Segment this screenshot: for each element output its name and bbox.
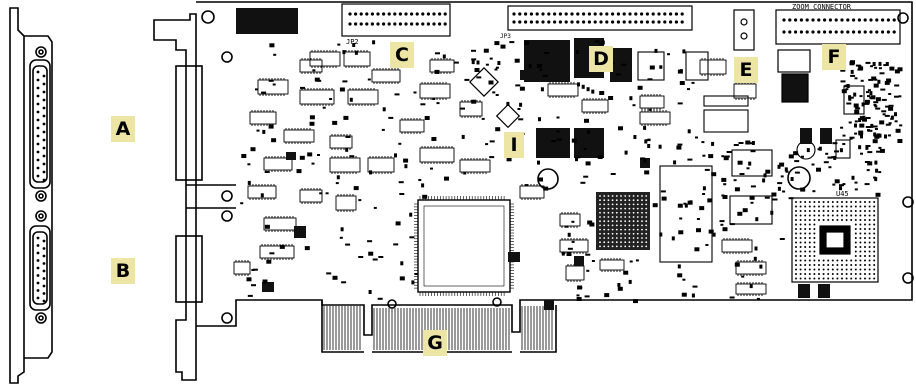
- mounting-bracket-board: [153, 13, 236, 381]
- header-jp2: [341, 3, 451, 37]
- callout-b: B: [111, 258, 135, 284]
- u45-label: U45: [836, 190, 849, 198]
- jp2-label: JP2: [346, 38, 359, 46]
- bga-u45: [791, 197, 879, 283]
- mounting-bracket-left: [9, 7, 53, 384]
- power-module-f: [777, 49, 811, 103]
- callout-a: A: [111, 116, 135, 142]
- callout-c: C: [390, 42, 414, 68]
- jumper-e: [733, 9, 755, 51]
- header-jp3: [507, 5, 693, 31]
- jp3-label: JP3: [500, 33, 511, 40]
- callout-f: F: [822, 44, 846, 70]
- callout-i: I: [504, 132, 524, 158]
- right-side-components: [637, 51, 865, 263]
- misc-dark-parts: [262, 70, 832, 310]
- square-ic-upper: [469, 67, 521, 129]
- callout-d: D: [589, 46, 613, 72]
- resistor-network-top-left: [236, 8, 298, 34]
- callout-g: G: [423, 330, 447, 356]
- zoom-connector-label: ZOOM CONNECTOR: [792, 3, 852, 11]
- ic-block-d: [524, 38, 632, 82]
- callout-e: E: [734, 57, 758, 83]
- dip-array-i: [536, 128, 604, 158]
- zoom-connector: [775, 9, 901, 45]
- qfp-chip-center: [417, 199, 511, 293]
- bracket-left-pins: [36, 70, 46, 303]
